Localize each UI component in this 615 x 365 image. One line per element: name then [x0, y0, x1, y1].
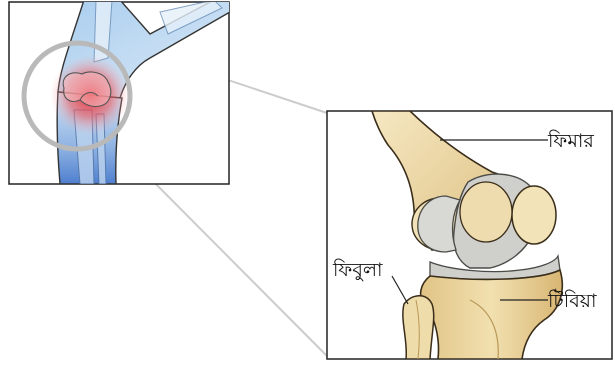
fibula-bone	[403, 296, 434, 359]
fibula-label: ফিবুলা	[332, 259, 383, 281]
knee-detail-panel: ফিমার ফিবুলা টিবিয়া	[327, 111, 612, 359]
femur-label: ফিমার	[547, 130, 594, 152]
leg-overview-panel	[9, 0, 230, 184]
knee-joint	[63, 72, 111, 106]
patella	[512, 186, 556, 244]
tibia-label: টিবিয়া	[547, 289, 597, 312]
